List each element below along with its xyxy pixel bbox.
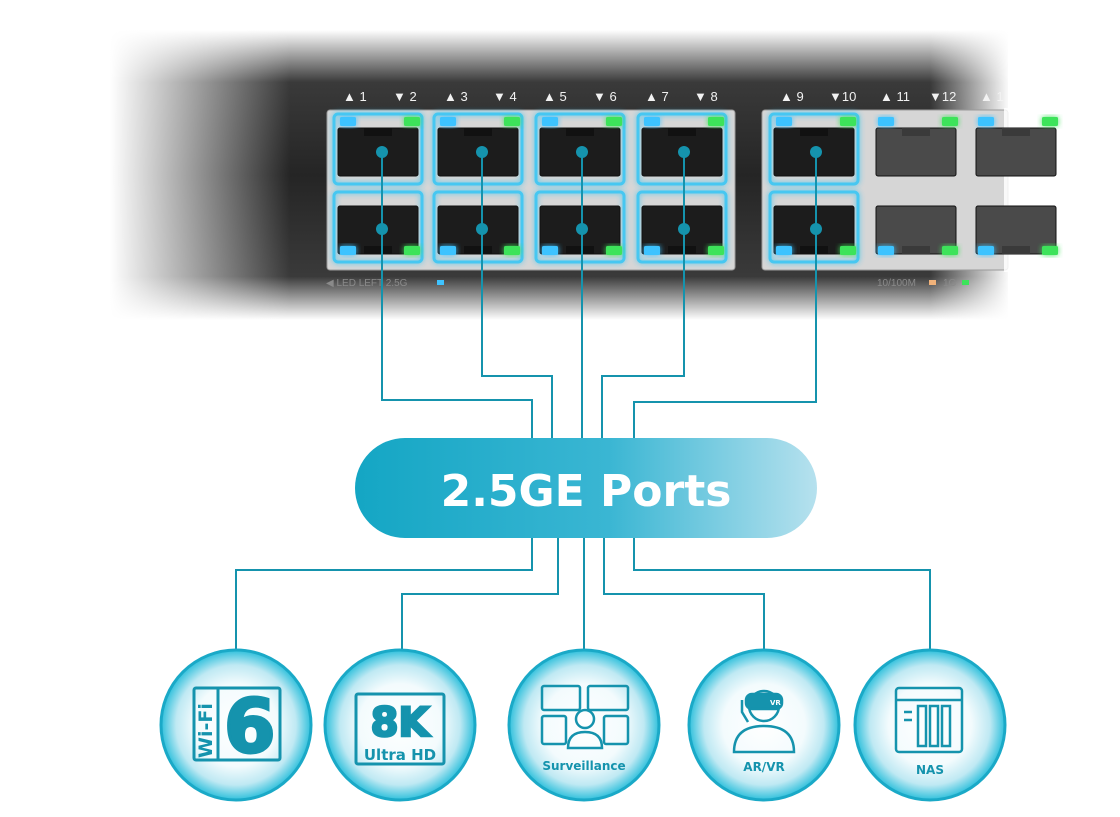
hub-label: 2.5GE Ports xyxy=(441,466,732,517)
vr-headset-person-icon xyxy=(732,689,796,754)
led-2-5g-swatch xyxy=(437,280,444,285)
nas-server-icon xyxy=(894,686,964,754)
led-left xyxy=(542,117,558,126)
vr-badge-icon-text: VR xyxy=(770,699,781,707)
rj45-port xyxy=(875,117,958,177)
port-number-label: ▼12 xyxy=(929,89,956,104)
surveillance-screens-icon xyxy=(540,684,630,750)
port-connection-dots xyxy=(376,146,822,235)
port-number-label: ▼10 xyxy=(829,89,856,104)
wifi-icon-text: Wi-Fi xyxy=(195,703,217,758)
led-right xyxy=(708,117,724,126)
led-right xyxy=(942,117,958,126)
led-left xyxy=(776,117,792,126)
led-right xyxy=(404,246,420,255)
port-number-labels: ▲ 1 ▼ 2 ▲ 3 ▼ 4 ▲ 5 ▼ 6 ▲ 7 ▼ 8 ▲ 9 ▼10 ▲ 11 ▼12 ▲ 1 xyxy=(343,89,1004,104)
switch-panel: ▲ 1▼ 2▲ 3▼ 4▲ 5▼ 6▲ 7▼ 8▲ 9▼10▲ 11▼12▲ 1… xyxy=(110,20,1120,330)
led-left xyxy=(978,117,994,126)
port-number-label: ▲ 7 xyxy=(645,89,669,104)
led-left xyxy=(440,246,456,255)
led-left xyxy=(644,117,660,126)
hub-pill: 2.5GE Ports xyxy=(355,438,817,538)
port-number-label: ▼ 2 xyxy=(393,89,417,104)
nas-label: NAS xyxy=(916,763,944,777)
port-number-label: ▲ 5 xyxy=(543,89,567,104)
led-right xyxy=(504,117,520,126)
led-left xyxy=(878,246,894,255)
port-number-label: ▼ 8 xyxy=(694,89,718,104)
led-left xyxy=(340,117,356,126)
speed-legend-label: 10/100M xyxy=(877,278,916,289)
speed-10-100-swatch xyxy=(929,280,936,285)
led-right xyxy=(1042,246,1058,255)
led-right xyxy=(708,246,724,255)
port-number-label: ▼ 4 xyxy=(493,89,517,104)
led-right xyxy=(606,246,622,255)
ultra-hd-label: Ultra HD xyxy=(364,746,436,764)
eight-k-icon-text: 8K xyxy=(371,700,432,746)
wifi6-number-icon: 6 xyxy=(224,684,276,770)
led-left xyxy=(878,117,894,126)
rj45-port xyxy=(975,117,1058,177)
port-number-label: ▲ 1 xyxy=(980,89,1004,104)
speed-legend-1g: 1G xyxy=(943,278,957,289)
rj45-port xyxy=(975,205,1058,255)
rj45-port xyxy=(875,205,958,255)
port-number-label: ▼ 6 xyxy=(593,89,617,104)
port-number-label: ▲ 11 xyxy=(880,89,910,104)
led-right xyxy=(1042,117,1058,126)
surveillance-label: Surveillance xyxy=(542,759,625,773)
port-number-label: ▲ 3 xyxy=(444,89,468,104)
led-left xyxy=(978,246,994,255)
speed-1g-swatch xyxy=(962,280,969,285)
led-left xyxy=(644,246,660,255)
device-ar-vr: VR AR/VR xyxy=(687,648,841,802)
led-left-label: ◀ LED LEFT 2.5G xyxy=(326,278,408,289)
led-left xyxy=(776,246,792,255)
ar-vr-label: AR/VR xyxy=(743,760,784,774)
port-number-label: ▲ 9 xyxy=(780,89,804,104)
rj45-port xyxy=(534,112,626,186)
led-right xyxy=(942,246,958,255)
device-nas: NAS xyxy=(853,648,1007,802)
led-right xyxy=(840,117,856,126)
port-number-label: ▲ 1 xyxy=(343,89,367,104)
led-left xyxy=(440,117,456,126)
led-right xyxy=(840,246,856,255)
device-surveillance: Surveillance xyxy=(507,648,661,802)
device-wifi6: Wi-Fi 6 xyxy=(159,648,313,802)
connector-lines xyxy=(235,150,931,664)
led-right xyxy=(606,117,622,126)
device-ultra-hd-8k: 8K Ultra HD xyxy=(323,648,477,802)
led-right xyxy=(504,246,520,255)
led-right xyxy=(404,117,420,126)
led-left xyxy=(542,246,558,255)
led-left xyxy=(340,246,356,255)
